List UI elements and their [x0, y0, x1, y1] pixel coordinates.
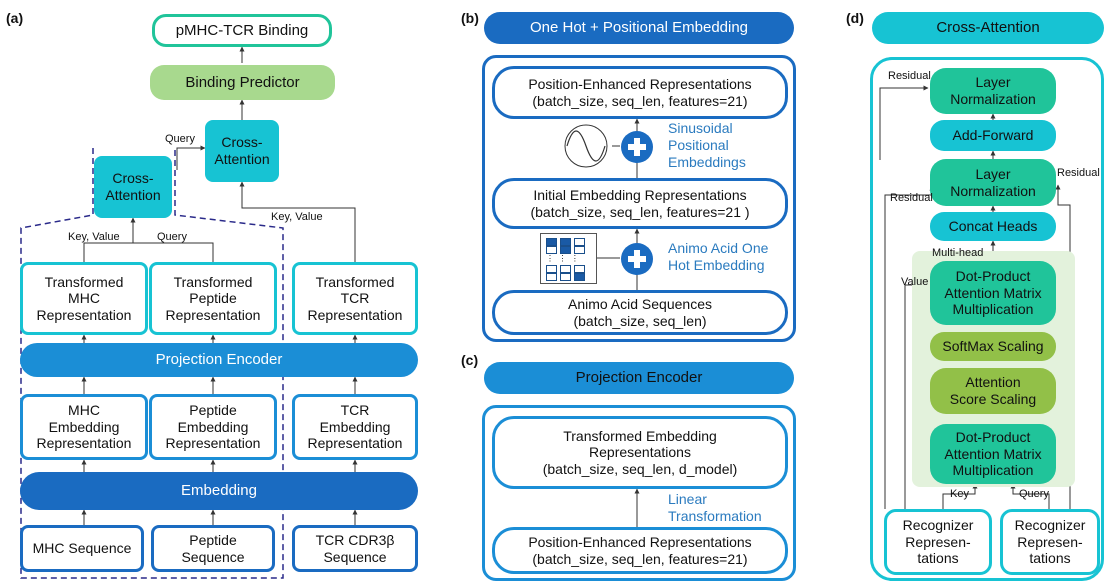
- panel-c-container: [482, 405, 796, 581]
- one-hot-ellipsis: ⋮ ⋮ ⋮: [546, 254, 579, 263]
- softmax-box: SoftMax Scaling: [930, 332, 1056, 361]
- projection-encoder-bar: Projection Encoder: [20, 343, 418, 377]
- recognizer-right-box: Recognizer Represen- tations: [1000, 509, 1100, 575]
- residual-right-label: Residual: [1057, 167, 1100, 179]
- residual-top-label: Residual: [888, 70, 931, 82]
- initial-embedding-box: Initial Embedding Representations (batch…: [492, 178, 788, 229]
- query-top-label: Query: [165, 133, 195, 145]
- value-label: Value: [901, 276, 929, 288]
- position-enhanced-box: Position-Enhanced Representations (batch…: [492, 66, 788, 119]
- tcr-embedding-box: TCR Embedding Representation: [292, 394, 418, 460]
- cross-attention-top-box: Cross- Attention: [205, 120, 279, 182]
- one-hot-matrix-icon: ⋮ ⋮ ⋮: [540, 233, 597, 284]
- layer-norm-mid-box: Layer Normalization: [930, 159, 1056, 206]
- mhc-embedding-box: MHC Embedding Representation: [20, 394, 148, 460]
- peptide-embedding-box: Peptide Embedding Representation: [149, 394, 277, 460]
- transformed-embedding-box: Transformed Embedding Representations (b…: [492, 416, 788, 489]
- residual-left-label: Residual: [890, 192, 933, 204]
- embedding-bar: Embedding: [20, 472, 418, 510]
- plus-icon-one-hot: [621, 243, 653, 275]
- linear-transformation-caption: Linear Transformation: [668, 491, 762, 524]
- panel-d-label: (d): [846, 10, 864, 26]
- panel-b-title-bar: One Hot + Positional Embedding: [484, 12, 794, 44]
- query-label: Query: [1019, 488, 1049, 500]
- plus-icon-sinusoidal: [621, 131, 653, 163]
- mhc-peptide-dashed-region: [20, 148, 284, 579]
- transformed-mhc-box: Transformed MHC Representation: [20, 262, 148, 335]
- recognizer-left-box: Recognizer Represen- tations: [884, 509, 992, 575]
- panel-b-container: [482, 55, 796, 342]
- mhc-sequence-box: MHC Sequence: [20, 525, 144, 572]
- one-hot-caption: Animo Acid One Hot Embedding: [668, 240, 769, 273]
- panel-b-label: (b): [461, 10, 479, 26]
- query-left-label: Query: [157, 231, 187, 243]
- amino-sequences-box: Animo Acid Sequences (batch_size, seq_le…: [492, 290, 788, 335]
- layer-norm-top-box: Layer Normalization: [930, 68, 1056, 114]
- peptide-sequence-box: Peptide Sequence: [151, 525, 275, 572]
- key-value-right-label: Key, Value: [271, 211, 323, 223]
- position-enhanced-c-box: Position-Enhanced Representations (batch…: [492, 527, 788, 574]
- sine-wave-icon: [564, 124, 608, 168]
- key-label: Key: [950, 488, 969, 500]
- transformed-peptide-box: Transformed Peptide Representation: [149, 262, 277, 335]
- binding-output-box: pMHC-TCR Binding: [152, 14, 332, 47]
- sinusoidal-caption: Sinusoidal Positional Embeddings: [668, 120, 746, 170]
- add-forward-box: Add-Forward: [930, 120, 1056, 151]
- concat-heads-box: Concat Heads: [930, 212, 1056, 241]
- panel-a-label: (a): [6, 10, 24, 26]
- panel-c-label: (c): [461, 352, 479, 368]
- panel-d-title-bar: Cross-Attention: [872, 12, 1104, 44]
- tcr-sequence-box: TCR CDR3β Sequence: [292, 525, 418, 572]
- attention-score-box: Attention Score Scaling: [930, 368, 1056, 414]
- dot-product-bottom-box: Dot-Product Attention Matrix Multiplicat…: [930, 424, 1056, 484]
- cross-attention-inner-box: Cross- Attention: [94, 156, 172, 218]
- dot-product-top-box: Dot-Product Attention Matrix Multiplicat…: [930, 261, 1056, 325]
- key-value-left-label: Key, Value: [68, 231, 120, 243]
- panel-d-container: [870, 57, 1104, 581]
- multi-head-label: Multi-head: [932, 247, 984, 259]
- binding-predictor-box: Binding Predictor: [150, 65, 335, 100]
- transformed-tcr-box: Transformed TCR Representation: [292, 262, 418, 335]
- panel-c-title-bar: Projection Encoder: [484, 362, 794, 394]
